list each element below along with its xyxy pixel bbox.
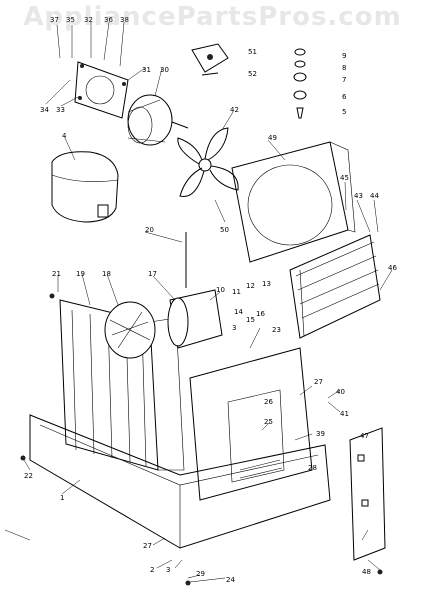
callout-28: 28: [308, 464, 317, 472]
callout-25: 25: [264, 418, 273, 426]
callout-7: 7: [342, 76, 346, 84]
leader-lines: [4, 21, 393, 583]
callout-22: 22: [24, 472, 33, 480]
callout-31: 31: [142, 66, 151, 74]
callout-36: 36: [104, 16, 113, 24]
callout-19: 19: [76, 270, 85, 278]
callout-30: 30: [160, 66, 169, 74]
callout-27b: 27: [143, 542, 152, 550]
callout-9: 9: [342, 52, 346, 60]
callout-44: 44: [370, 192, 379, 200]
callout-45: 45: [340, 174, 349, 182]
callout-47: 47: [360, 432, 369, 440]
compressor: [51, 151, 119, 223]
callout-38: 38: [120, 16, 129, 24]
callout-50: 50: [220, 226, 229, 234]
callout-16: 16: [256, 310, 265, 318]
callout-46: 46: [388, 264, 397, 272]
callout-18: 18: [102, 270, 111, 278]
callout-21: 21: [52, 270, 61, 278]
callout-14: 14: [234, 308, 243, 316]
callout-17: 17: [148, 270, 157, 278]
control-box: [189, 347, 313, 501]
base-pan: [29, 414, 331, 549]
condenser-shroud: [231, 141, 356, 263]
callout-4: 4: [62, 132, 67, 140]
callout-43: 43: [354, 192, 363, 200]
callout-49: 49: [268, 134, 277, 142]
side-bracket: [349, 427, 386, 561]
callout-1: 1: [60, 494, 64, 502]
callout-52: 52: [248, 70, 257, 78]
callout-40: 40: [336, 388, 345, 396]
callout-34: 34: [40, 106, 49, 114]
condenser-coil: [289, 234, 381, 339]
callout-29: 29: [196, 570, 205, 578]
callout-35: 35: [66, 16, 75, 24]
callout-11: 11: [232, 288, 241, 296]
callout-41: 41: [340, 410, 349, 418]
callout-26: 26: [264, 398, 273, 406]
callout-6: 6: [342, 93, 347, 101]
callout-13: 13: [262, 280, 271, 288]
callout-33: 33: [56, 106, 65, 114]
callout-37: 37: [50, 16, 59, 24]
callout-3: 3: [232, 324, 236, 332]
callout-27: 27: [314, 378, 323, 386]
callout-10: 10: [216, 286, 225, 294]
callout-8: 8: [342, 64, 346, 72]
callout-12: 12: [246, 282, 255, 290]
callout-32: 32: [84, 16, 93, 24]
motor-mount-plate: [74, 61, 129, 119]
callout-51: 51: [248, 48, 257, 56]
fan-blade: [177, 127, 239, 197]
callout-48: 48: [362, 568, 371, 576]
callout-15: 15: [246, 316, 255, 324]
blower-assembly: [104, 289, 223, 359]
callout-20: 20: [145, 226, 154, 234]
callout-23: 23: [272, 326, 281, 334]
fan-motor: [127, 94, 189, 146]
callout-42: 42: [230, 106, 239, 114]
callout-24: 24: [226, 576, 235, 584]
callout-2: 2: [150, 566, 154, 574]
screws: [20, 293, 383, 586]
small-parts-stack: [191, 43, 307, 119]
callout-39: 39: [316, 430, 325, 438]
callout-3b: 3: [166, 566, 170, 574]
callout-5: 5: [342, 108, 346, 116]
callout-labels: 37 35 32 36 38 34 33 31 30 51 52 9 8 7 6…: [24, 16, 397, 584]
